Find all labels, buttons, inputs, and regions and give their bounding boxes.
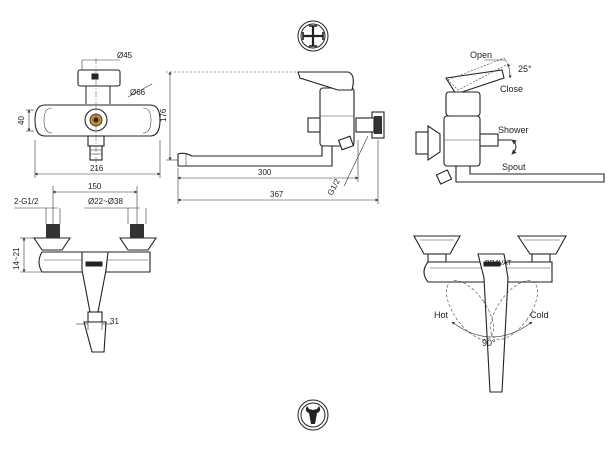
label-shower: Shower (498, 125, 529, 135)
dim-len367: 367 (270, 190, 284, 199)
dim-h40: 40 (17, 116, 26, 125)
label-angle25: 25° (518, 64, 532, 74)
dim-w31: 31 (110, 317, 119, 326)
label-angle90: 90° (482, 338, 496, 348)
dim-d66: Ø66 (130, 88, 146, 97)
dim-g12-right: G1/2 (326, 177, 342, 197)
cross-handle-icon (297, 20, 329, 52)
dim-g12-left: 2-G1/2 (14, 197, 39, 206)
dim-d45: Ø45 (117, 51, 133, 60)
side-view: 176 300 367 G1/2 (159, 71, 385, 204)
front-view: Ø45 Ø66 40 216 (17, 51, 161, 178)
dim-h14-21: 14~21 (12, 247, 21, 270)
label-hot: Hot (434, 310, 449, 320)
dim-w216: 216 (90, 164, 104, 173)
dim-h176: 176 (159, 108, 168, 122)
label-spout: Spout (502, 162, 526, 172)
dim-w150: 150 (88, 182, 102, 191)
label-close: Close (500, 84, 523, 94)
dim-d22-38: Ø22~Ø38 (88, 197, 123, 206)
lever-operation-view: Open 25° Close Shower Spout (415, 50, 605, 185)
label-open: Open (470, 50, 492, 60)
wrench-icon (297, 399, 329, 431)
mounting-view: 150 2-G1/2 Ø22~Ø38 14~21 31 (12, 182, 158, 353)
dim-len300: 300 (258, 168, 272, 177)
temperature-view: BRAVAT Hot Cold 90° (413, 235, 567, 393)
brand-label: BRAVAT (485, 260, 512, 267)
label-cold: Cold (530, 310, 549, 320)
